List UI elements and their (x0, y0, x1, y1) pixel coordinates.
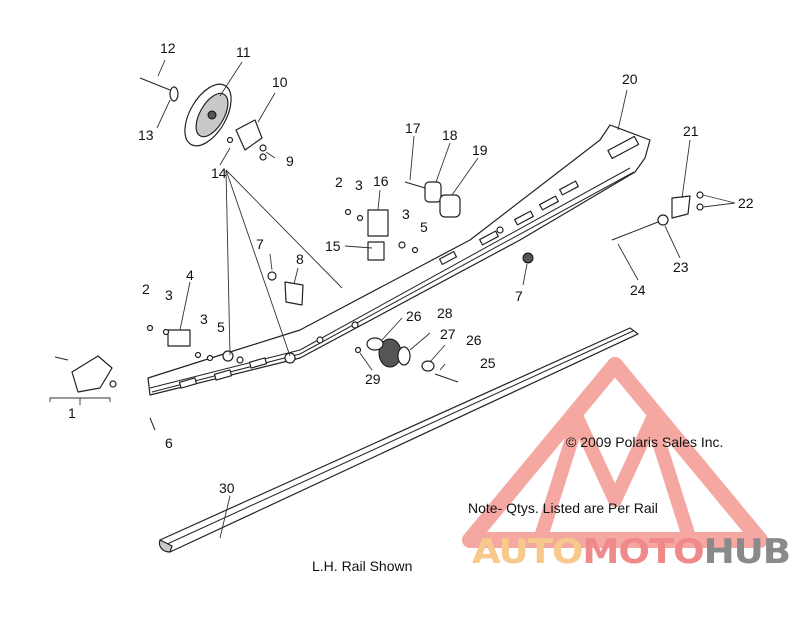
main-rail (147, 124, 651, 396)
callout-13: 13 (138, 127, 154, 143)
callout-5: 5 (420, 219, 428, 235)
callout-3: 3 (402, 206, 410, 222)
idler-wheel-assembly (139, 77, 267, 161)
callout-3: 3 (165, 287, 173, 303)
callout-3: 3 (200, 311, 208, 327)
callout-20: 20 (622, 71, 638, 87)
callout-26: 26 (406, 308, 422, 324)
callout-17: 17 (405, 120, 421, 136)
caption-text: L.H. Rail Shown (312, 558, 412, 574)
callout-11: 11 (236, 44, 251, 60)
callout-16: 16 (373, 173, 389, 189)
watermark-logo-icon (462, 357, 768, 548)
callout-12: 12 (160, 40, 176, 56)
callout-24: 24 (630, 282, 646, 298)
callout-25: 25 (480, 355, 496, 371)
shock-mount-parts (344, 181, 461, 261)
callout-14: 14 (211, 165, 227, 181)
callout-9: 9 (286, 153, 294, 169)
callout-8: 8 (296, 251, 304, 267)
callout-27: 27 (440, 326, 456, 342)
callout-28: 28 (437, 305, 453, 321)
callout-22: 22 (738, 195, 754, 211)
callout-26: 26 (466, 332, 482, 348)
callout-3: 3 (355, 177, 363, 193)
leader-lines (49, 59, 736, 539)
watermark-hub: HUB (704, 532, 790, 572)
callout-7: 7 (256, 236, 264, 252)
callout-23: 23 (673, 259, 689, 275)
callout-30: 30 (219, 480, 235, 496)
callout-21: 21 (683, 123, 699, 139)
rear-hardware (611, 191, 704, 241)
callout-2: 2 (142, 281, 150, 297)
callout-1: 1 (68, 405, 76, 421)
callout-2: 2 (335, 174, 343, 190)
callout-numbers: 1 2 2 3 3 3 3 4 5 5 6 7 7 8 9 10 11 12 1… (68, 40, 754, 496)
callout-18: 18 (442, 127, 458, 143)
callout-10: 10 (272, 74, 288, 90)
front-parts (54, 271, 304, 431)
mid-wheel-assembly (354, 252, 534, 383)
callout-7: 7 (515, 288, 523, 304)
callout-19: 19 (472, 142, 488, 158)
copyright-text: © 2009 Polaris Sales Inc. (566, 434, 723, 450)
callout-6: 6 (165, 435, 173, 451)
callout-5: 5 (217, 319, 225, 335)
callout-15: 15 (325, 238, 341, 254)
callout-4: 4 (186, 267, 194, 283)
watermark-auto: AUTO (472, 532, 583, 572)
slide-rail (158, 327, 639, 553)
watermark-moto: MOTO (582, 532, 703, 572)
note-text: Note- Qtys. Listed are Per Rail (468, 500, 658, 516)
callout-29: 29 (365, 371, 381, 387)
